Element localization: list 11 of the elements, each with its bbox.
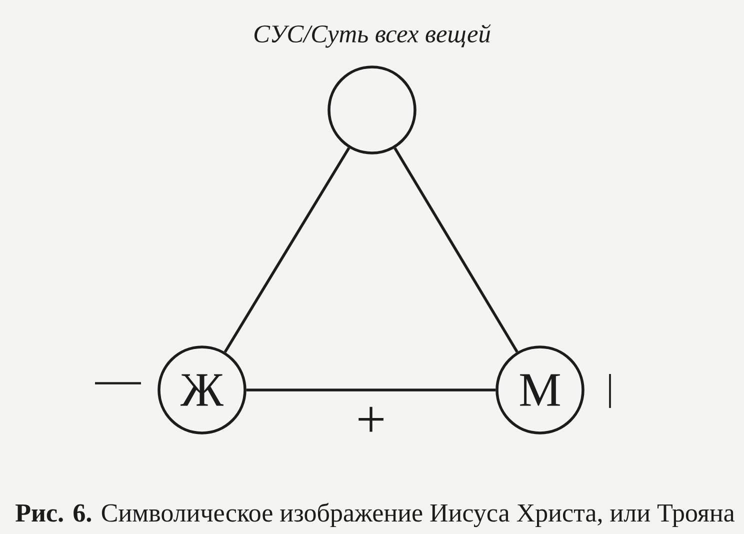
symbol-label: — [95,382,141,384]
circle-node: М [496,346,584,434]
title: СУС/Суть всех вещей [254,24,491,48]
connector-line [246,388,496,392]
circle-node: Ж [158,346,246,434]
connector-line [224,147,350,353]
symbol-label: | [609,374,611,408]
edge-label: + [354,406,388,438]
connector-line [394,147,518,353]
caption: Рис. 6. Символическое изображение Иисуса Христа, или Трояна [16,502,735,528]
circle-node [328,66,416,154]
